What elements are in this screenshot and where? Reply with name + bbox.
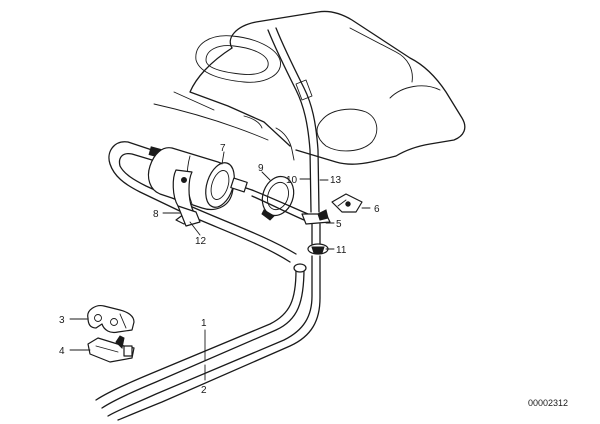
callout-10: 10: [286, 175, 298, 186]
fuel-lines: [95, 255, 321, 421]
callout-2: 2: [201, 385, 207, 396]
callout-9: 9: [258, 163, 264, 174]
callout-4: 4: [59, 346, 65, 357]
callout-11: 11: [336, 245, 347, 256]
callout-3: 3: [59, 315, 65, 326]
pipe-clip-double: [87, 305, 135, 334]
hose-clamp: [261, 175, 295, 221]
pipe-holder: [87, 335, 135, 363]
callout-12: 12: [195, 236, 207, 247]
callout-labels: 1 2 3 4 5 6 7 8 9 10 11 12 13: [59, 143, 380, 396]
filter-clamp: [172, 169, 201, 227]
pipe-clip: [307, 243, 329, 255]
tank-lines: [243, 27, 320, 213]
pipe-connector: [301, 209, 331, 245]
filter-outlet-line: [251, 189, 309, 221]
callout-6: 6: [374, 204, 380, 215]
callout-7: 7: [220, 143, 226, 154]
leader-lines: [69, 151, 371, 381]
callout-1: 1: [201, 318, 207, 329]
bracket-part: [331, 193, 363, 213]
document-number: 00002312: [528, 398, 568, 408]
fuel-filter: [147, 147, 253, 211]
callout-13: 13: [330, 175, 342, 186]
callout-5: 5: [336, 219, 342, 230]
callout-8: 8: [153, 209, 159, 220]
fuel-tank: [153, 10, 466, 165]
